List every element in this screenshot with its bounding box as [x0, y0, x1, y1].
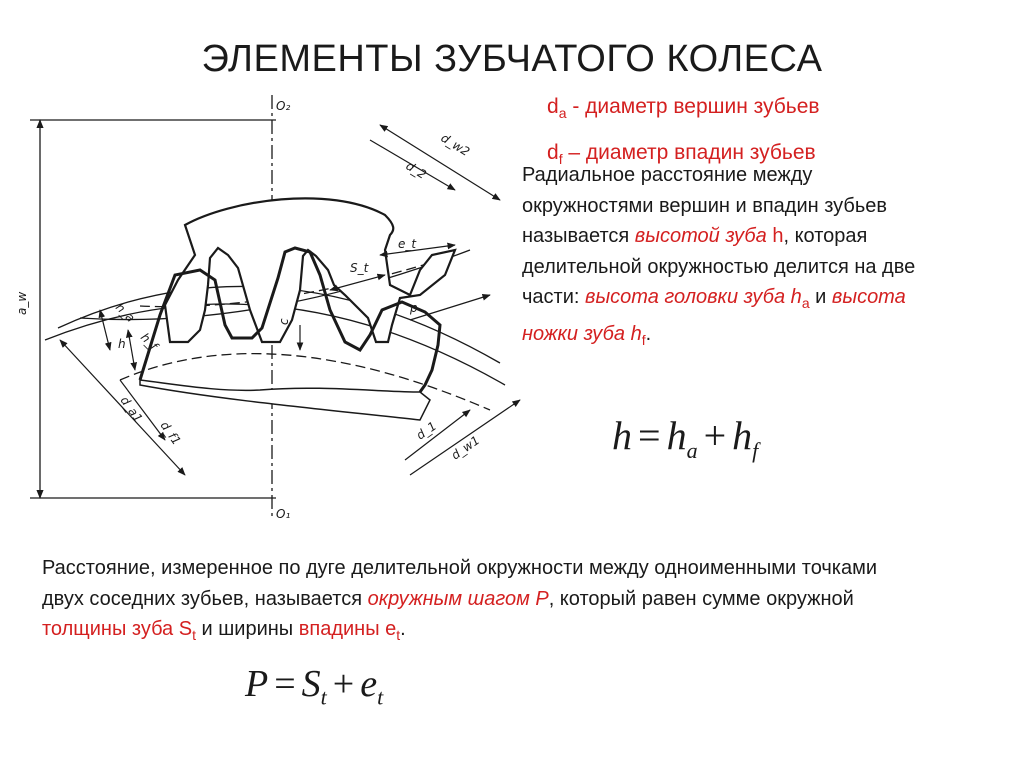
formula1-lhs: h — [612, 413, 632, 458]
para2-text-1: Расстояние, измеренное по дуге делительн… — [42, 557, 878, 610]
width-sub: t — [396, 627, 401, 643]
dw2-dimension — [379, 124, 501, 201]
tooth-height-paragraph: Радиальное расстояние между окружностями… — [522, 160, 917, 355]
st-dimension — [329, 273, 386, 292]
da-text: - диаметр вершин зубьев — [566, 95, 820, 118]
lower-gear-body — [139, 379, 431, 421]
dw2-label: d_w2 — [438, 131, 472, 159]
df1-label: d_f1 — [158, 419, 184, 448]
page-title: ЭЛЕМЕНТЫ ЗУБЧАТОГО КОЛЕСА — [201, 38, 823, 80]
formula2-sub-b: t — [377, 684, 384, 710]
para2-end: . — [400, 618, 406, 640]
df-subscript: f — [558, 151, 563, 168]
da1-label: d_a1 — [118, 394, 146, 425]
df1-dimension — [59, 339, 186, 476]
formula-tooth-height: h=ha+hf — [612, 412, 758, 464]
formula2-term-a: S — [301, 663, 321, 705]
da1-dimension — [119, 379, 166, 441]
d1-label: d_1 — [414, 419, 439, 443]
df-text: – диаметр впадин зубьев — [562, 141, 816, 164]
para1-text-1: Радиальное расстояние между окружностями… — [522, 164, 888, 247]
formula2-equals: = — [274, 663, 296, 705]
ha-label: h_a — [113, 300, 138, 325]
dedendum-arc-lower — [119, 352, 491, 411]
para1-and: и — [809, 286, 832, 308]
dw1-dimension — [409, 399, 521, 476]
da-subscript: a — [558, 105, 567, 122]
p-dimension — [409, 294, 491, 321]
da-symbol: d — [547, 95, 559, 118]
hf-dimension — [125, 329, 138, 371]
term-tooth-thickness: толщины зуба S — [42, 618, 193, 640]
thickness-sub: t — [192, 627, 196, 643]
para2-text-2: , который равен сумме окружной — [548, 587, 854, 610]
formula1-sub-a: a — [686, 438, 698, 463]
para1-end: . — [645, 322, 652, 345]
definition-da: da - диаметр вершин зубьев — [547, 94, 820, 126]
center-o1-label: O₁ — [276, 507, 290, 521]
hf-label: h_f — [138, 330, 162, 354]
aw-label: a_w — [15, 292, 29, 315]
formula2-term-b: e — [360, 663, 378, 705]
d1-dimension — [404, 409, 471, 461]
formula2-plus: + — [332, 663, 355, 705]
addendum-sub: a — [801, 295, 810, 311]
term-addendum: высота головки зуба h — [585, 286, 802, 308]
term-tooth-height: высотой зуба — [634, 225, 767, 247]
formula1-plus: + — [703, 413, 727, 458]
d2-dimension — [369, 139, 456, 191]
dedendum-sub: f — [641, 331, 646, 348]
term-dedendum: высота ножки зуба h — [522, 286, 906, 345]
para2-text-3: и ширины — [195, 618, 299, 640]
df-symbol: d — [547, 141, 559, 164]
term-h-letter: h — [772, 225, 784, 247]
formula1-equals: = — [638, 413, 661, 458]
p-label: p — [409, 301, 418, 315]
st-label: S_t — [350, 261, 370, 275]
para1-text-2: , которая делительной окружностью делитс… — [522, 225, 916, 308]
term-space-width: впадины e — [298, 618, 397, 640]
formula2-sub-a: t — [320, 684, 327, 710]
center-o2-label: O₂ — [276, 99, 290, 113]
formula1-term-a: h — [666, 413, 687, 458]
h-label: h — [118, 337, 126, 351]
definition-df: df – диаметр впадин зубьев — [547, 140, 816, 172]
formula2-lhs: P — [245, 663, 269, 705]
formula1-term-b: h — [732, 413, 753, 458]
formula-circular-pitch: P=St+et — [245, 662, 383, 711]
ha-dimension — [98, 309, 112, 351]
formula1-sub-b: f — [752, 438, 759, 463]
lower-gear-teeth — [138, 246, 442, 393]
circular-pitch-paragraph: Расстояние, измеренное по дуге делительн… — [42, 553, 912, 651]
et-label: e_t — [398, 237, 417, 251]
et-dimension — [379, 242, 456, 258]
term-circular-pitch: окружным шагом P — [367, 587, 549, 610]
gear-mesh-diagram: O₂ O₁ a_w d_w2 d_2 e_t S_t h_a h_f h c p… — [15, 95, 521, 521]
c-label: c — [277, 318, 291, 325]
